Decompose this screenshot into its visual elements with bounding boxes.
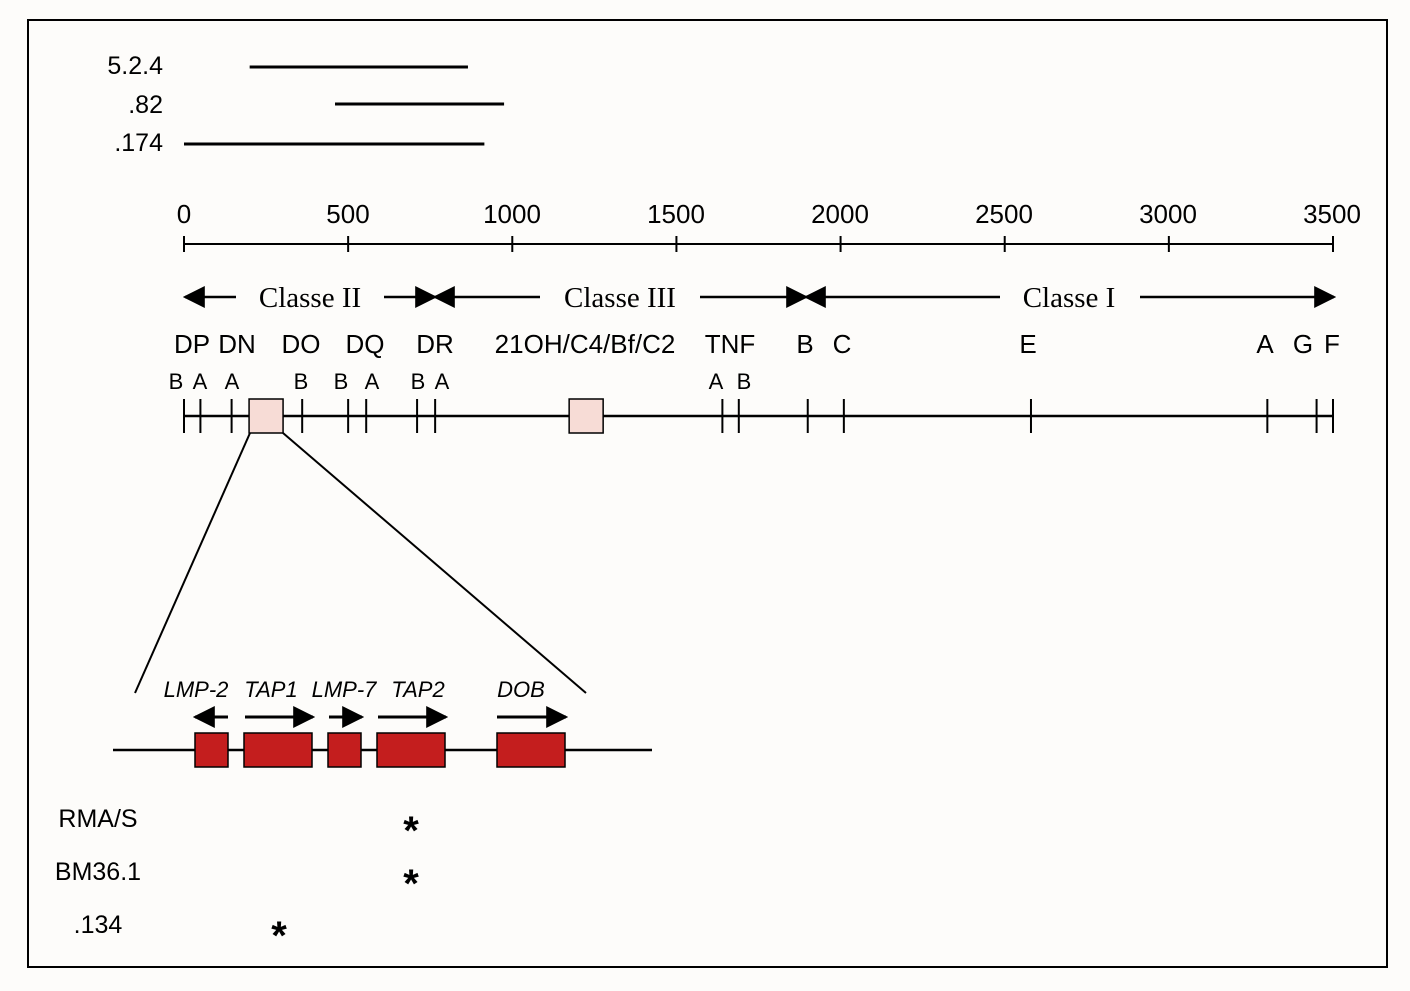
locus-label: DN: [218, 329, 256, 359]
subunit-label: B: [334, 369, 349, 394]
clone-label: .174: [114, 129, 163, 157]
subunit-label: A: [435, 369, 450, 394]
subunit-label: B: [411, 369, 426, 394]
tap1-gene-box: [243, 732, 313, 768]
scale-tick-label: 2000: [811, 199, 869, 229]
lmp7-gene-box: [327, 732, 362, 768]
genomic-map: [183, 398, 1334, 434]
locus-label: G: [1293, 329, 1313, 359]
class-i-label: Classe I: [1023, 282, 1116, 314]
clone-lines: [184, 65, 505, 146]
inset-gene-label: TAP2: [391, 677, 444, 702]
locus-label: E: [1019, 329, 1036, 359]
class-regions: Classe II Classe III Classe I: [182, 282, 1337, 314]
subunit-labels: B A A B B A B A A B: [169, 369, 752, 394]
subunit-label: A: [193, 369, 208, 394]
subunit-label: B: [169, 369, 184, 394]
scale-tick-label: 1500: [647, 199, 705, 229]
lmp2-gene-box: [194, 732, 229, 768]
locus-label: C: [833, 329, 852, 359]
inset-gene-label: LMP-2: [164, 677, 229, 702]
locus-label: DP: [174, 329, 210, 359]
map-region-box: [248, 398, 284, 434]
scale-tick-label: 1000: [483, 199, 541, 229]
subunit-label: B: [737, 369, 752, 394]
clone-label: .82: [128, 91, 163, 119]
subunit-label: A: [709, 369, 724, 394]
mutant-list: RMA/S * BM36.1 * .134 *: [55, 805, 419, 958]
mutant-label: .134: [74, 911, 123, 939]
map-region-box: [568, 398, 604, 434]
mutant-label: RMA/S: [58, 805, 137, 833]
locus-label: 21OH/C4/Bf/C2: [495, 329, 676, 359]
locus-label: DO: [282, 329, 321, 359]
mutation-star: *: [271, 914, 287, 958]
inset-gene-label: LMP-7: [312, 677, 378, 702]
locus-label: F: [1324, 329, 1340, 359]
scale-tick-label: 3500: [1303, 199, 1361, 229]
locus-labels: DP DN DO DQ DR 21OH/C4/Bf/C2 TNF B C E A…: [174, 329, 1340, 359]
zoom-line-left: [134, 432, 251, 694]
mutation-star: *: [403, 809, 419, 853]
scale-axis: 0 500 1000 1500 2000 2500 3000 3500: [177, 199, 1361, 252]
mutant-label: BM36.1: [55, 858, 141, 886]
locus-label: B: [796, 329, 813, 359]
subunit-label: B: [294, 369, 309, 394]
zoom-line-right: [282, 432, 587, 694]
dob-gene-box: [496, 732, 566, 768]
mutation-star: *: [403, 862, 419, 906]
locus-label: TNF: [705, 329, 756, 359]
inset-gene-label: TAP1: [244, 677, 297, 702]
figure-frame: [27, 19, 1388, 968]
tap2-gene-box: [376, 732, 446, 768]
scale-tick-label: 2500: [975, 199, 1033, 229]
subunit-label: A: [225, 369, 240, 394]
scale-tick-label: 3000: [1139, 199, 1197, 229]
inset-gene-label: DOB: [497, 677, 545, 702]
locus-label: DR: [416, 329, 454, 359]
clone-label: 5.2.4: [107, 52, 163, 80]
inset-gene-map: LMP-2 TAP1 LMP-7 TAP2 DOB: [113, 677, 652, 768]
locus-label: A: [1256, 329, 1274, 359]
scale-tick-label: 0: [177, 199, 191, 229]
class-iii-label: Classe III: [564, 282, 676, 314]
subunit-label: A: [365, 369, 380, 394]
class-ii-label: Classe II: [259, 282, 361, 314]
scale-tick-label: 500: [326, 199, 369, 229]
locus-label: DQ: [346, 329, 385, 359]
